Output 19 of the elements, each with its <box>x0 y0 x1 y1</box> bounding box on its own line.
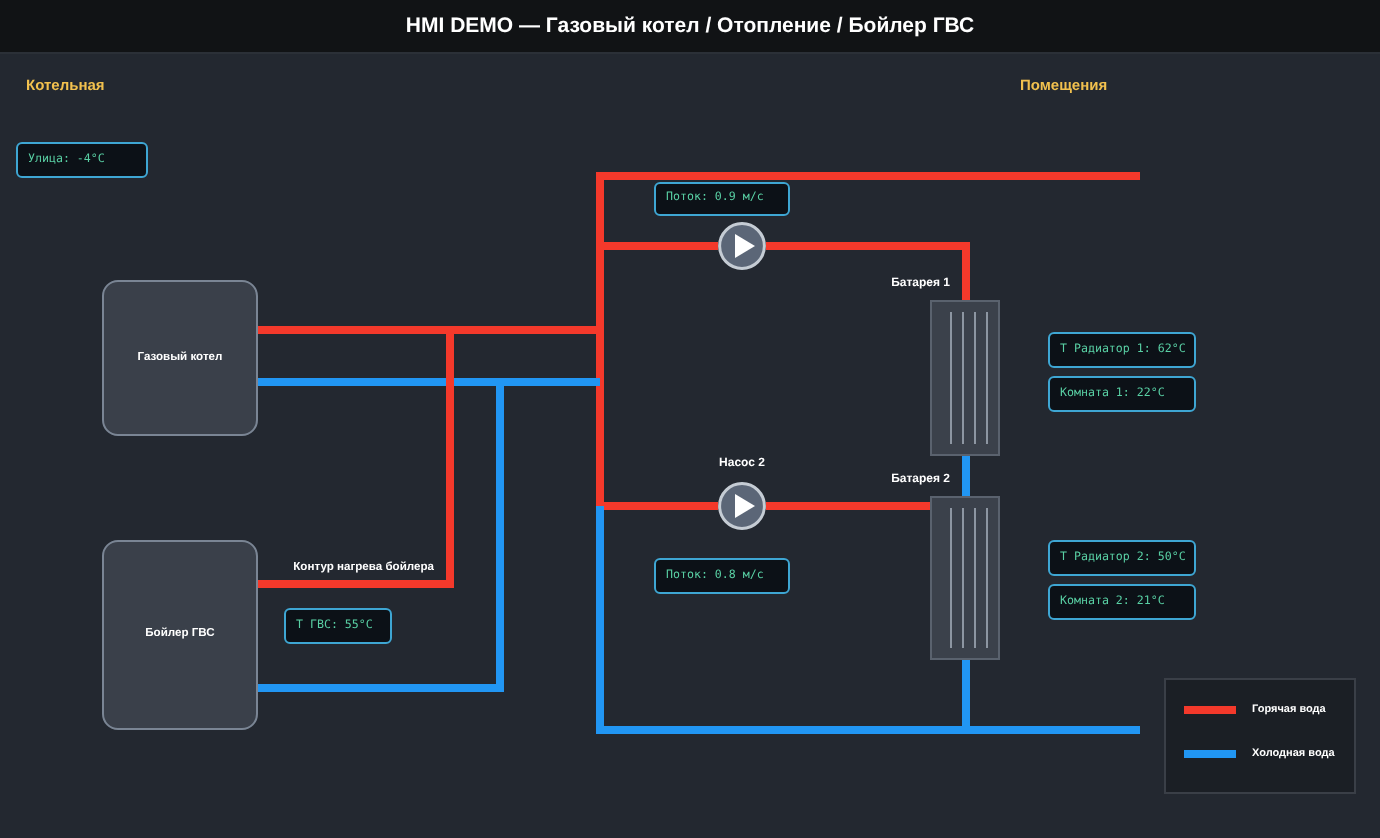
pipe <box>600 502 718 510</box>
title: HMI DEMO — Газовый котел / Отопление / Бойлер ГВС <box>405 14 975 38</box>
pipe <box>596 506 966 734</box>
pipe <box>258 326 450 334</box>
pipe <box>596 246 604 330</box>
pipe <box>596 382 604 506</box>
pipe <box>500 378 600 386</box>
pipe <box>962 456 970 496</box>
pipe <box>766 242 970 300</box>
pipe <box>450 326 600 334</box>
pipe <box>258 378 500 386</box>
pipe <box>766 502 930 510</box>
pipe <box>258 330 454 588</box>
pipe <box>258 382 504 692</box>
pipe <box>600 242 718 250</box>
pipe <box>596 172 1140 246</box>
pipe <box>962 660 970 730</box>
pipe <box>596 330 604 382</box>
pipe <box>966 726 1140 734</box>
